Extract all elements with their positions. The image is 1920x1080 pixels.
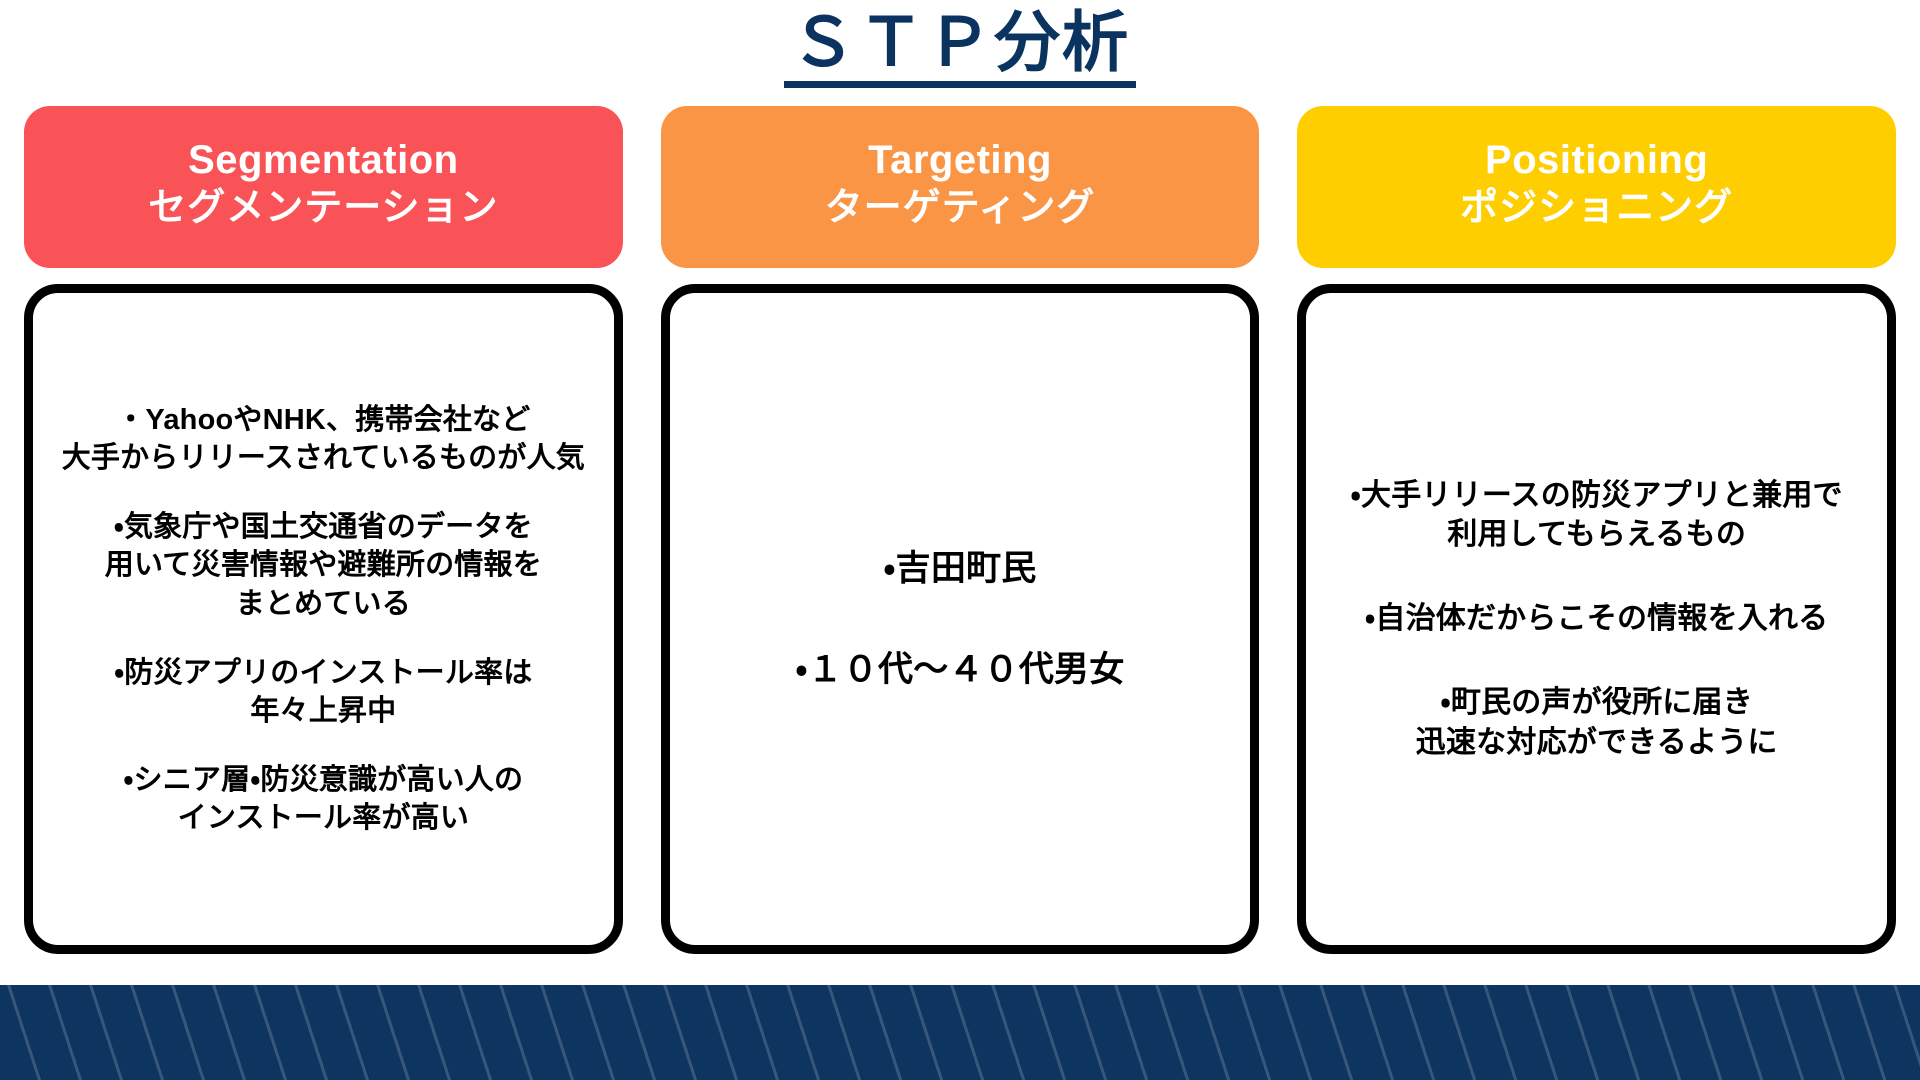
bullet-line: ・大手リリースの防災アプリと兼用で	[1350, 478, 1843, 512]
stp-columns: Segmentation セグメンテーション ・YahooやNHK、携帯会社など…	[0, 88, 1920, 955]
pill-title-en-segmentation: Segmentation	[188, 138, 459, 183]
bullet-line: ・YahooやNHK、携帯会社など	[116, 403, 531, 436]
column-targeting: Targeting ターゲティング ・吉田町民 ・１０代～４０代男女	[660, 106, 1260, 955]
bullet-line: ・シニア層・防災意識が高い人の	[123, 763, 524, 796]
bullet-line: 迅速な対応ができるように	[1415, 726, 1778, 760]
bullet-group: ・自治体だからこその情報を入れる	[1320, 599, 1873, 639]
footer-stripe-band	[0, 985, 1920, 1080]
column-positioning: Positioning ポジショニング ・大手リリースの防災アプリと兼用で 利用…	[1297, 106, 1897, 955]
content-card-positioning: ・大手リリースの防災アプリと兼用で 利用してもらえるもの ・自治体だからこその情…	[1297, 284, 1897, 955]
header-pill-targeting: Targeting ターゲティング	[660, 106, 1260, 269]
page-title: ＳＴＰ分析	[784, 7, 1136, 89]
bullet-group: ・気象庁や国土交通省のデータを 用いて災害情報や避難所の情報を まとめている	[47, 508, 600, 624]
pill-title-jp-positioning: ポジショニング	[1460, 187, 1734, 230]
bullet-line: ・町民の声が役所に届き	[1440, 686, 1753, 720]
bullet-line: ・吉田町民	[883, 548, 1037, 588]
bullet-line: インストール率が高い	[177, 802, 470, 835]
bullet-line: 利用してもらえるもの	[1447, 518, 1747, 552]
bullet-group: ・町民の声が役所に届き 迅速な対応ができるように	[1320, 683, 1873, 763]
bullet-group: ・YahooやNHK、携帯会社など 大手からリリースされているものが人気	[47, 401, 600, 478]
bullet-line: ・気象庁や国土交通省のデータを	[113, 510, 533, 543]
content-card-segmentation: ・YahooやNHK、携帯会社など 大手からリリースされているものが人気 ・気象…	[24, 284, 623, 955]
bullet-line: ・自治体だからこその情報を入れる	[1364, 602, 1829, 636]
title-area: ＳＴＰ分析	[0, 0, 1920, 89]
bullet-line: 用いて災害情報や避難所の情報を	[104, 549, 542, 582]
bullet-group: ・大手リリースの防災アプリと兼用で 利用してもらえるもの	[1320, 476, 1873, 556]
header-pill-positioning: Positioning ポジショニング	[1297, 106, 1897, 269]
pill-title-en-positioning: Positioning	[1485, 138, 1709, 183]
bullet-group: ・防災アプリのインストール率は 年々上昇中	[47, 654, 600, 731]
bullet-line: ・防災アプリのインストール率は	[114, 656, 533, 689]
pill-title-jp-targeting: ターゲティング	[824, 187, 1096, 230]
column-segmentation: Segmentation セグメンテーション ・YahooやNHK、携帯会社など…	[24, 106, 623, 955]
bullet-group: ・吉田町民	[684, 546, 1237, 592]
pill-title-jp-segmentation: セグメンテーション	[148, 187, 499, 230]
bullet-line: 大手からリリースされているものが人気	[61, 442, 585, 475]
content-card-targeting: ・吉田町民 ・１０代～４０代男女	[660, 284, 1260, 955]
bullet-line: 年々上昇中	[250, 695, 397, 728]
pill-title-en-targeting: Targeting	[868, 138, 1052, 183]
bullet-line: まとめている	[235, 588, 411, 621]
bullet-line: ・１０代～４０代男女	[795, 650, 1125, 690]
bullet-group: ・１０代～４０代男女	[684, 647, 1237, 693]
header-pill-segmentation: Segmentation セグメンテーション	[24, 106, 623, 269]
bullet-group: ・シニア層・防災意識が高い人の インストール率が高い	[47, 761, 600, 838]
